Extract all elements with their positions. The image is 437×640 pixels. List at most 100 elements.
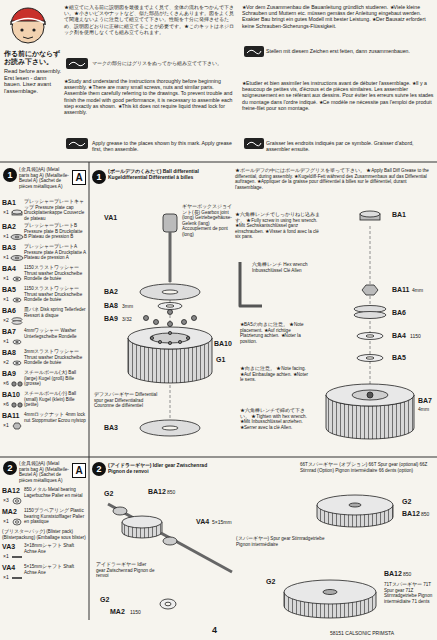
part-name: デフスパーギヤー Differential spur gear Differen… xyxy=(94,392,162,409)
part-name: スチールボール(大) Ball (large) Kugel (groß) Bil… xyxy=(24,370,86,387)
part-code: BA2 xyxy=(104,288,118,296)
part-code: BA12 xyxy=(402,510,420,518)
part-name: アイドラーギヤー Idler gear Zwischenrad Pignon d… xyxy=(96,562,156,579)
part-code: BA10 xyxy=(2,391,20,399)
part-icon xyxy=(13,277,21,281)
dimension: 850 xyxy=(167,489,175,495)
step-number: 1 xyxy=(3,168,17,182)
note-text: ★六角棒レンチで締めて下さい。 ★Tighten with hex wrench… xyxy=(240,408,310,430)
part-name: 5×15mmシャフト Shaft Achse Axe xyxy=(24,564,86,575)
part-icon xyxy=(11,256,23,261)
part-count: ×1 xyxy=(3,209,9,215)
step-number: 2 xyxy=(92,462,106,476)
part-name: 66Tスパーギヤー (オプション) 66T Spur gear (optiona… xyxy=(300,462,434,473)
bag-label: (金具袋詰A) (Metal parts bag A) (Metallteile… xyxy=(19,461,69,483)
part-icon xyxy=(13,498,21,504)
part-icon xyxy=(12,557,22,558)
part-icon xyxy=(12,403,22,407)
part-code: BA3 xyxy=(2,244,16,252)
part-name: 1150プラベアリング Plastic bearing Kunststoffla… xyxy=(24,508,86,525)
part-name: プレッシャープレートA Pressure plate A Druckplatte… xyxy=(24,244,86,261)
note-text: ★BA5の向きに注意。 ★Note placement. ★Auf richti… xyxy=(240,322,310,344)
step-number: 1 xyxy=(92,170,106,184)
part-code: BA1 xyxy=(392,211,406,219)
part-name: ギヤーボックスジョイント(長) Gearbox joint (long) Get… xyxy=(182,204,232,237)
part-code: VA1 xyxy=(104,214,117,222)
dimension: 4mm xyxy=(412,287,423,293)
ball-diff-assembled xyxy=(326,211,414,439)
part-count: ×1 xyxy=(3,518,9,524)
part-code: VA3 xyxy=(2,543,15,551)
part-code: BA5 xyxy=(392,354,406,362)
part-code: G2 xyxy=(104,490,113,498)
dimension: 850 xyxy=(403,571,411,577)
step-digit: 1 xyxy=(96,172,101,182)
part-count: ×6 xyxy=(3,401,9,407)
part-name: 850メタル Metal bearing Lagerbuchse Palier … xyxy=(24,487,86,498)
part-count: ×1 xyxy=(3,254,9,260)
part-name: 71Tスパーギヤー 71T Spur gear 71Z Stirnradgetr… xyxy=(384,582,434,604)
dimension: 3mm xyxy=(122,303,133,309)
part-name: 3×18mmシャフト Shaft Achse Axe xyxy=(24,543,86,554)
heading-text: 作る前にかならずお読み下さい。 xyxy=(4,50,64,66)
part-count: ×1 xyxy=(3,296,9,302)
part-icon xyxy=(13,361,21,365)
grease-note: Graisser les endroits indiqués par ce sy… xyxy=(266,140,434,152)
ball-diff-exploded xyxy=(128,214,212,436)
part-count: ×1 xyxy=(3,275,9,281)
part-code: BA12 xyxy=(2,487,20,495)
part-code: BA12 xyxy=(148,488,166,496)
dimension: 1150 xyxy=(410,333,421,339)
part-code: BA11 xyxy=(392,286,410,294)
part-name: 1150スラストワッシャー Thrust washer Druckscheibe… xyxy=(24,265,86,282)
mechanic-cartoon xyxy=(11,8,45,43)
part-code: BA11 xyxy=(2,412,20,420)
grease-note: Stellen mit diesem Zeichen erst fetten, … xyxy=(266,48,434,54)
part-code: BA7 xyxy=(418,397,432,405)
bag-letter: A xyxy=(72,463,86,478)
step-title: (ボールデフのくみたて) Ball differential Kugeldiff… xyxy=(108,168,228,180)
part-code: MA2 xyxy=(110,608,125,616)
part-code: MA2 xyxy=(2,508,17,516)
note-text: ★ボールデフの中にはボールデフグリスを塗って下さい。 ★Apply Ball D… xyxy=(235,168,433,190)
part-code: BA1 xyxy=(2,199,16,207)
part-count: ×1 xyxy=(3,553,9,559)
dimension: 1150 xyxy=(130,609,141,615)
note-text: ★向きに注意。 ★Note facing. ★Auf Einbaulage ac… xyxy=(240,366,310,383)
part-code: BA6 xyxy=(2,307,16,315)
part-icon xyxy=(13,298,21,302)
part-name: 3mmスラストワッシャー Thrust washer Druckscheibe … xyxy=(24,349,86,366)
spur-gear-assembly xyxy=(284,495,393,618)
step-digit: 2 xyxy=(96,464,101,474)
part-code: BA2 xyxy=(2,223,16,231)
note-text: ★六角棒レンチでしっかりねじ込みます。 ★Fully screw in usin… xyxy=(235,212,323,240)
part-icon xyxy=(13,519,21,525)
part-count: ×1 xyxy=(3,338,9,344)
part-code: BA4 xyxy=(392,332,406,340)
part-code: BA12 xyxy=(384,570,402,578)
part-code: BA4 xyxy=(2,265,16,273)
section-divider xyxy=(0,162,437,620)
step-digit: 1 xyxy=(7,170,12,180)
part-count: ×1 xyxy=(3,422,9,428)
part-count: ×6 xyxy=(3,380,9,386)
note-text: ★Study and understand the instructions t… xyxy=(64,78,236,115)
bag-letter: A xyxy=(72,170,86,185)
part-name: 皿バネ Disk spring Tellerfeder Ressort à di… xyxy=(24,307,86,318)
part-name: 1150スラストワッシャー Thrust washer Druckscheibe… xyxy=(24,286,86,303)
part-code: BA9 xyxy=(2,370,16,378)
part-name: プレッシャープレートキャップ Pressure plate cap Druckp… xyxy=(24,199,86,221)
part-name: 4mmワッシャー Washer Unterlegscheibe Rondelle xyxy=(24,328,86,339)
part-name: プレッシャープレートB Pressure plate B Druckplatte… xyxy=(24,223,86,240)
bag-label: (金具袋詰A) (Metal parts bag A) (Metallteile… xyxy=(19,167,69,189)
part-code: G2 xyxy=(266,578,275,586)
part-count: ×2 xyxy=(3,359,9,365)
part-name: スチールボール(小) Ball (small) Kugel (klein) Bi… xyxy=(24,391,86,408)
part-count: ×2 xyxy=(3,317,9,323)
part-code: BA5 xyxy=(2,286,16,294)
part-code: BA9 xyxy=(104,315,118,323)
idler-gear-assembly xyxy=(108,504,232,609)
part-count: ×1 xyxy=(3,233,9,239)
grease-note: マークの部分にはグリスをぬってから組み立てて下さい。 xyxy=(92,60,236,66)
kit-number: 58151 CALSONIC PRIMSTA xyxy=(330,630,394,636)
